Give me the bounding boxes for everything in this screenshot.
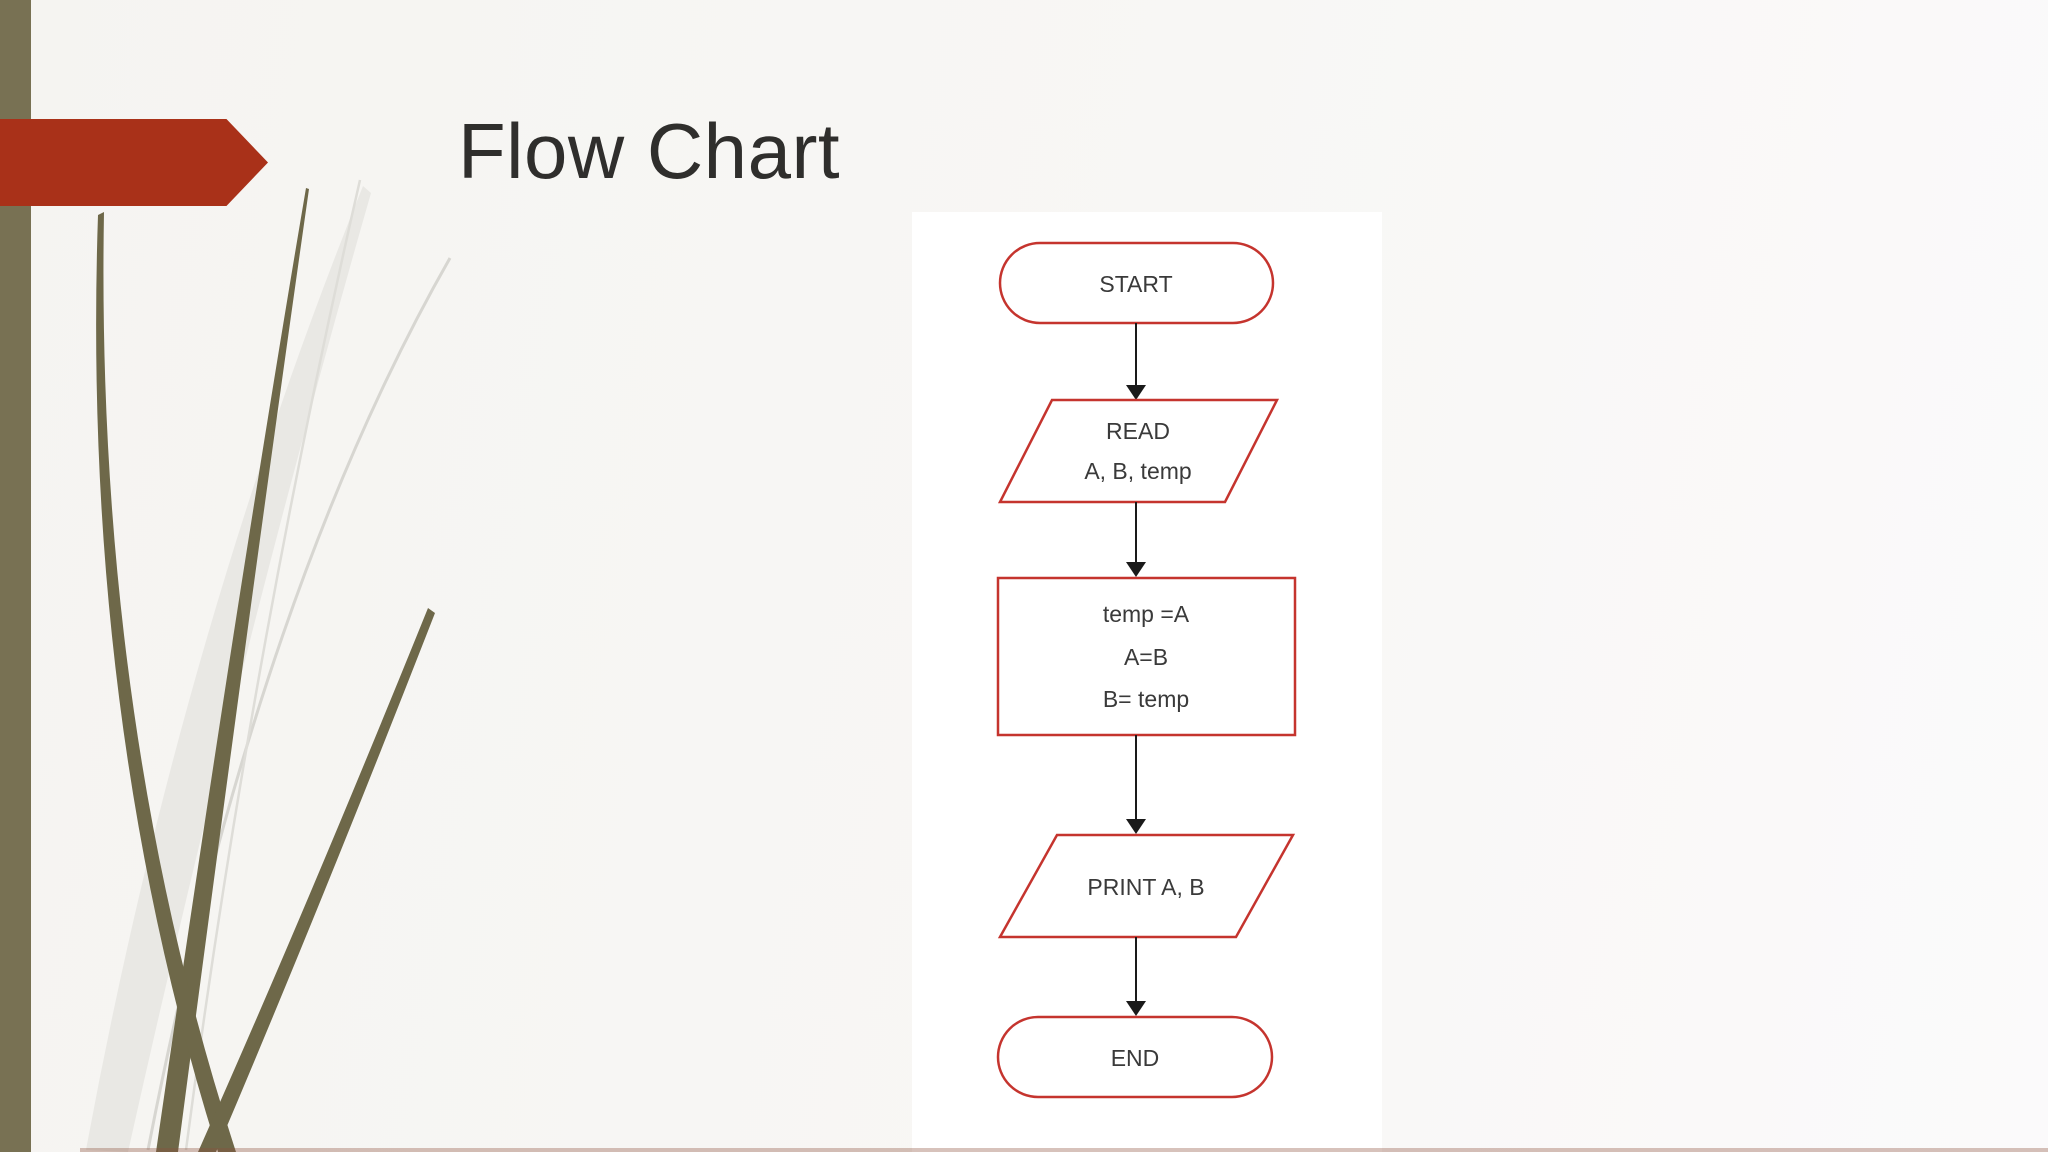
slide-title: Flow Chart bbox=[458, 107, 841, 195]
flowchart-node-swap-label-line1: temp =A bbox=[1103, 601, 1190, 627]
flowchart-node-read-parallelogram bbox=[997, 398, 1280, 504]
grass-blade-olive-icon bbox=[96, 212, 236, 1152]
grass-blade-olive-icon bbox=[198, 608, 435, 1152]
flowchart-node-end-label: END bbox=[1111, 1045, 1160, 1071]
flowchart-node-swap-rectangle bbox=[996, 576, 1297, 737]
flowchart-node-start-label: START bbox=[1099, 271, 1172, 297]
flowchart-node-swap-label-line2: A=B bbox=[1124, 644, 1168, 670]
flowchart-node-print-parallelogram bbox=[997, 833, 1296, 939]
red-arrow-banner-icon bbox=[0, 119, 268, 206]
bottom-accent-line bbox=[80, 1148, 2048, 1152]
grass-blade-gray-icon bbox=[184, 179, 362, 1151]
flow-arrow-down-icon bbox=[1126, 323, 1146, 400]
flow-arrow-down-icon bbox=[1126, 937, 1146, 1016]
flowchart-node-swap-label-line3: B= temp bbox=[1103, 686, 1189, 712]
flowchart-node-end-terminator bbox=[996, 1015, 1274, 1099]
flow-arrow-down-icon bbox=[1126, 735, 1146, 834]
flowchart-node-print-label: PRINT A, B bbox=[1087, 874, 1204, 900]
flowchart-node-read-label-line1: READ bbox=[1106, 418, 1170, 444]
grass-blade-olive-icon bbox=[156, 188, 309, 1152]
flow-arrow-down-icon bbox=[1126, 502, 1146, 577]
flowchart-node-read-label-line2: A, B, temp bbox=[1084, 458, 1191, 484]
grass-decoration-icon bbox=[86, 179, 452, 1152]
